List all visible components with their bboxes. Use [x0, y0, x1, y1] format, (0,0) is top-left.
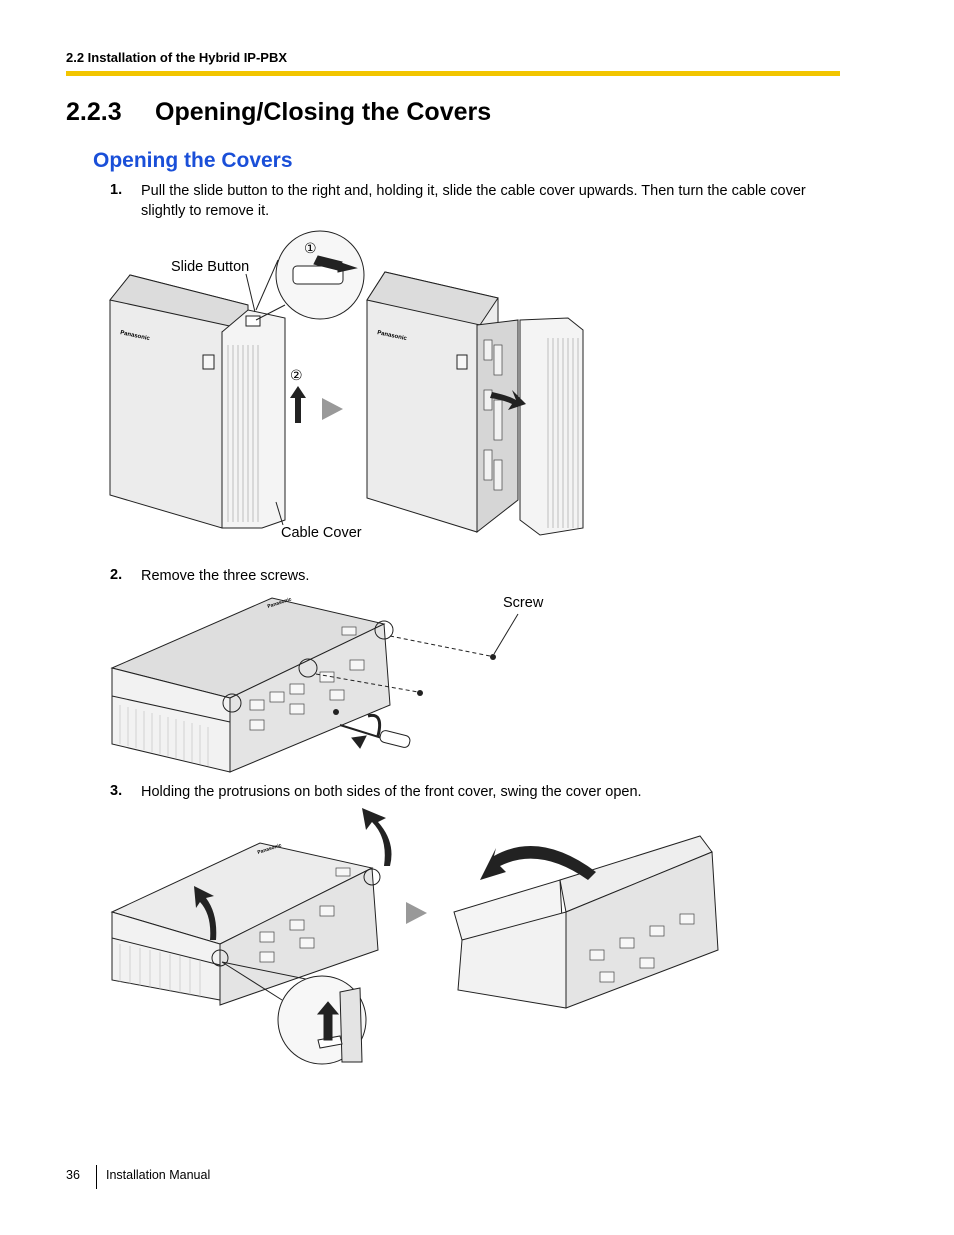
pbx-unit-opened [453, 835, 719, 1009]
page-number: 36 [66, 1168, 80, 1182]
footer-doc-title: Installation Manual [106, 1168, 211, 1182]
swing-open-arrow-icon [480, 846, 596, 880]
screw-icon [333, 654, 496, 715]
slide-button-detail [255, 230, 365, 321]
header-rule [66, 71, 840, 76]
next-step-triangle-icon [406, 902, 427, 924]
pbx-unit-side-view [110, 597, 394, 773]
step-1-number: 1. [110, 182, 123, 198]
screw-paths [315, 635, 491, 693]
footer-divider [96, 1165, 97, 1189]
slide-button-label: Slide Button [171, 259, 250, 275]
callout-1: ① [304, 241, 317, 257]
pbx-unit-right [366, 271, 519, 534]
section-number: 2.2.3 [66, 98, 122, 126]
pbx-unit-left [109, 274, 249, 529]
step-3-text: Holding the protrusions on both sides of… [141, 784, 642, 800]
cable-cover-label: Cable Cover [281, 525, 362, 541]
next-step-triangle-icon [322, 398, 343, 420]
screw-label: Screw [503, 595, 544, 611]
callout-2: ② [290, 368, 303, 384]
screwdriver-icon [339, 713, 411, 749]
cable-cover-left [221, 309, 286, 529]
swing-up-arrow-icon [194, 808, 392, 940]
step-2-number: 2. [110, 567, 123, 583]
running-header: 2.2 Installation of the Hybrid IP-PBX [66, 50, 288, 65]
protrusion-detail [221, 961, 367, 1065]
step-3-number: 3. [110, 783, 123, 799]
subsection-title: Opening the Covers [93, 149, 293, 172]
step-2-text: Remove the three screws. [141, 568, 310, 584]
up-arrow-icon [290, 386, 306, 423]
pbx-unit-closed [110, 842, 381, 1006]
section-title: Opening/Closing the Covers [155, 98, 492, 126]
step-1-text-line1: Pull the slide button to the right and, … [141, 183, 806, 199]
curved-arrow-icon [490, 390, 526, 410]
cable-cover-detached [519, 317, 584, 536]
step-1-text-line2: slightly to remove it. [141, 203, 270, 219]
